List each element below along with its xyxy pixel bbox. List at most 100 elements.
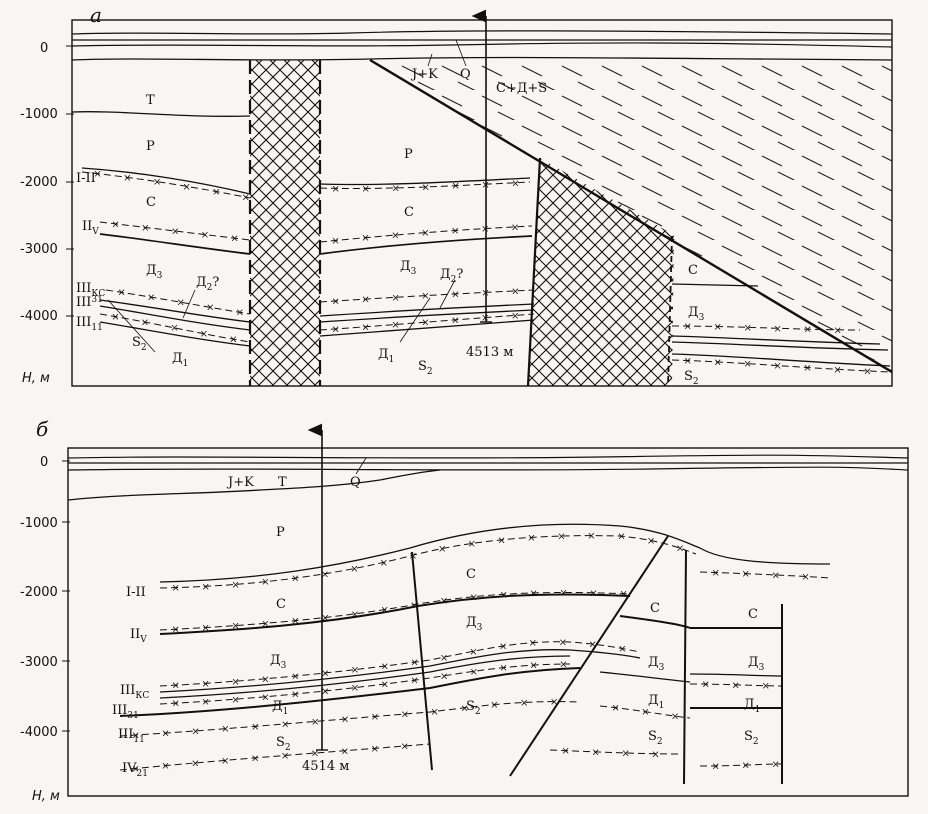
- cross-marker: ×: [141, 223, 149, 234]
- panel-a-surface-q: [71, 30, 893, 35]
- panel-a-horizon-5: III11: [76, 315, 103, 333]
- panel-b-tick-4000: -4000: [20, 725, 58, 740]
- cross-marker: ×: [111, 312, 119, 323]
- cross-marker: ×: [470, 592, 478, 603]
- cross-marker: ×: [183, 182, 191, 193]
- cross-marker: ×: [619, 589, 627, 600]
- cross-marker: ×: [421, 291, 429, 302]
- panel-a-label-d3-left: Д3: [146, 263, 163, 281]
- cross-marker: ×: [468, 539, 476, 550]
- panel-b-surface-q: [67, 454, 909, 459]
- cross-marker: ×: [231, 695, 239, 706]
- cross-marker: ×: [499, 642, 507, 653]
- cross-marker: ×: [391, 183, 399, 194]
- cross-marker: ×: [421, 318, 429, 329]
- panel-b-h4: [119, 667, 581, 717]
- panel-b-label-jk: J+K: [226, 475, 254, 490]
- panel-a-h4-mid: [319, 303, 535, 317]
- panel-a-label-d3-right: Д3: [688, 305, 705, 323]
- panel-a-h1-left: [81, 167, 251, 195]
- cross-marker: ×: [221, 724, 229, 735]
- cross-marker: ×: [123, 173, 131, 184]
- cross-marker: ×: [611, 703, 619, 714]
- cross-marker: ×: [341, 715, 349, 726]
- cross-marker: ×: [291, 616, 299, 627]
- panel-b-label-d3-mid: Д3: [466, 615, 483, 633]
- cross-marker: ×: [391, 293, 399, 304]
- cross-marker: ×: [451, 315, 459, 326]
- cross-marker: ×: [470, 667, 478, 678]
- cross-marker: ×: [331, 236, 339, 247]
- panel-a-d1-leader-mid: [399, 297, 431, 343]
- panel-a-tick-0: 0: [40, 41, 48, 56]
- panel-a-depth-axis: 0 -1000 -2000 -3000 -4000 H, м: [20, 41, 74, 386]
- panel-b-p-base: [159, 523, 831, 583]
- panel-a-h3-right: [671, 325, 861, 331]
- cross-marker: ×: [617, 532, 625, 543]
- panel-a-label-s2-right: S2: [684, 369, 699, 387]
- panel-a-d2-leader-mid: [439, 279, 456, 309]
- panel-a-t-base: [71, 111, 251, 117]
- cross-marker: ×: [497, 535, 505, 546]
- cross-marker: ×: [440, 671, 448, 682]
- panel-b-h5: [119, 701, 581, 737]
- panel-b-tick-1000: -1000: [20, 516, 58, 531]
- cross-marker: ×: [191, 759, 199, 770]
- cross-marker: ×: [641, 707, 649, 718]
- panel-b-cross-marks: ××××××××××××××××××××××××××××××××××××××××…: [131, 531, 809, 775]
- panel-a-tick-3000: -3000: [20, 242, 58, 257]
- cross-marker: ×: [410, 658, 418, 669]
- panel-b-horizon-5: III11: [118, 727, 145, 745]
- cross-marker: ×: [251, 753, 259, 764]
- cross-marker: ×: [291, 690, 299, 701]
- cross-marker: ×: [231, 677, 239, 688]
- cross-marker: ×: [731, 680, 739, 691]
- panel-a-h5-right: [671, 341, 889, 351]
- cross-marker: ×: [177, 298, 185, 309]
- cross-marker: ×: [200, 329, 208, 340]
- cross-marker: ×: [671, 712, 679, 723]
- cross-marker: ×: [291, 574, 299, 585]
- panel-b-label-d3-right2: Д3: [748, 655, 765, 673]
- panel-a-cross-marks: ××××××××××××××××××××××××××××××××××××××××…: [93, 169, 871, 377]
- cross-marker: ×: [589, 639, 597, 650]
- panel-a-tick-2000: -2000: [20, 175, 58, 190]
- panel-b-label-c-right1: C: [650, 601, 660, 616]
- cross-marker: ×: [621, 748, 629, 759]
- panel-b-t-base: [67, 469, 441, 501]
- cross-marker: ×: [460, 703, 468, 714]
- cross-marker: ×: [206, 303, 214, 314]
- panel-a-label-p-left: P: [146, 139, 155, 154]
- cross-marker: ×: [350, 564, 358, 575]
- panel-b-h3d: [159, 663, 571, 705]
- cross-marker: ×: [251, 722, 259, 733]
- panel-a-label-p-mid: P: [404, 147, 413, 162]
- panel-a-h7-right: [671, 359, 891, 373]
- cross-marker: ×: [529, 588, 537, 599]
- panel-b-h4b-right: [689, 683, 783, 687]
- panel-a-well-depth: 4513 м: [466, 345, 513, 360]
- cross-marker: ×: [409, 551, 417, 562]
- cross-marker: ×: [311, 717, 319, 728]
- panel-a-h2b-left: [99, 233, 251, 255]
- panel-b-h3c: [159, 655, 571, 699]
- cross-marker: ×: [683, 322, 691, 333]
- panel-a-label-c-mid: C: [404, 205, 414, 220]
- panel-b-h3b: [159, 649, 641, 693]
- panel-a-base-jk: [71, 56, 893, 61]
- panel-a-label-d2-left: Д2?: [196, 275, 219, 293]
- cross-marker: ×: [341, 746, 349, 757]
- cross-marker: ×: [131, 764, 139, 775]
- panel-b-label-d3-right1: Д3: [648, 655, 665, 673]
- panel-a-h5-left: [99, 305, 251, 331]
- cross-marker: ×: [701, 680, 709, 691]
- cross-marker: ×: [242, 193, 250, 204]
- cross-marker: ×: [771, 570, 779, 581]
- cross-marker: ×: [451, 181, 459, 192]
- panel-a-horizon-3: IIIКС: [76, 281, 105, 299]
- panel-b-h2-mid: [619, 615, 691, 629]
- cross-marker: ×: [527, 533, 535, 544]
- cross-marker: ×: [171, 625, 179, 636]
- cross-marker: ×: [371, 744, 379, 755]
- panel-a-h2b-mid: [319, 235, 533, 255]
